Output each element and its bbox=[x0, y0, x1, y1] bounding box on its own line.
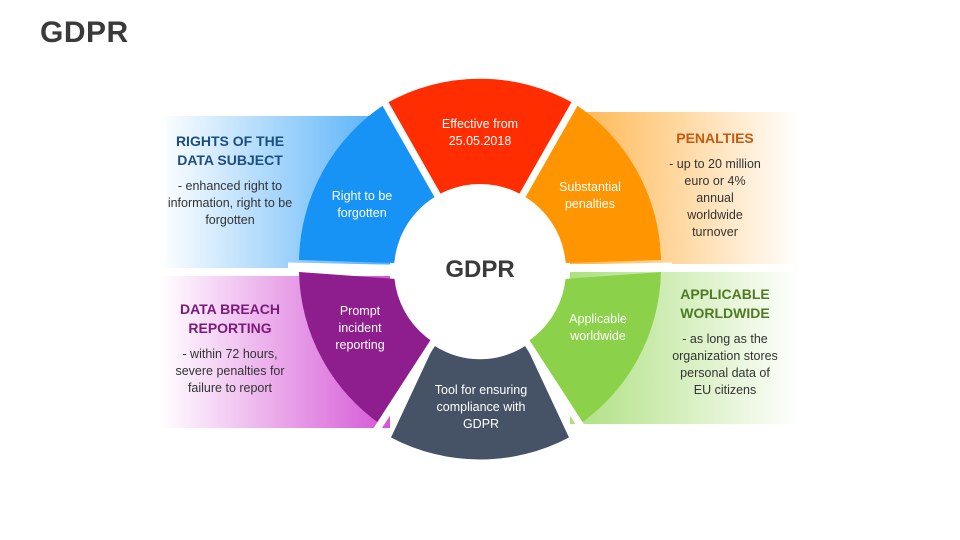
segment-worldwide-label: Applicable worldwide bbox=[569, 312, 627, 343]
segment-rights-label: Right to be forgotten bbox=[331, 189, 393, 220]
segment-breach-label: Prompt incident reporting bbox=[335, 304, 385, 352]
rights-panel: RIGHTS OF THE DATA SUBJECT - enhanced ri… bbox=[166, 132, 294, 229]
segment-rights bbox=[299, 103, 439, 264]
worldwide-panel-title: APPLICABLE WORLDWIDE bbox=[680, 286, 770, 321]
rights-panel-title: RIGHTS OF THE DATA SUBJECT bbox=[175, 133, 285, 168]
segment-tool-label: Tool for ensuring compliance with GDPR bbox=[434, 383, 528, 431]
segment-tool bbox=[391, 345, 569, 460]
penalties-panel-body: - up to 20 million euro or 4% annual wor… bbox=[669, 157, 761, 239]
segment-penalties bbox=[521, 103, 661, 264]
breach-panel: DATA BREACH REPORTING - within 72 hours,… bbox=[166, 300, 294, 397]
center-circle bbox=[394, 184, 566, 356]
breach-panel-title: DATA BREACH REPORTING bbox=[179, 301, 281, 336]
segment-effective-label: Effective from 25.05.2018 bbox=[441, 117, 519, 148]
breach-panel-body: - within 72 hours, severe penalties for … bbox=[175, 347, 285, 395]
center-label: GDPR bbox=[445, 256, 515, 283]
slide-title: GDPR bbox=[40, 16, 129, 49]
segment-effective bbox=[386, 78, 574, 197]
rights-panel-body: - enhanced right to information, right t… bbox=[167, 179, 293, 227]
worldwide-panel: APPLICABLE WORLDWIDE - as long as the or… bbox=[672, 285, 778, 399]
worldwide-panel-body: - as long as the organization stores per… bbox=[672, 332, 778, 397]
segment-penalties-label: Substantial penalties bbox=[559, 180, 621, 211]
penalties-panel: PENALTIES - up to 20 million euro or 4% … bbox=[668, 129, 762, 241]
penalties-panel-title: PENALTIES bbox=[676, 130, 754, 146]
